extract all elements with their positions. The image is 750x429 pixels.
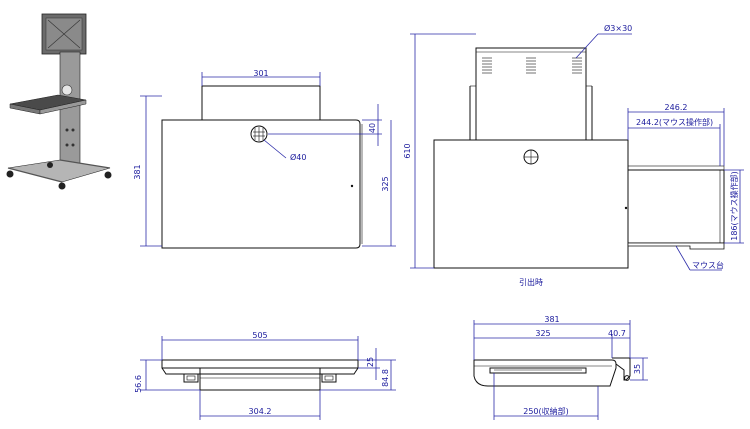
dim-width-top: 301	[253, 69, 268, 78]
extended-view	[410, 33, 744, 271]
dim-ext-mouse: 244.2(マウス操作部)	[636, 117, 713, 127]
dim-ext-total: 246.2	[665, 103, 688, 112]
dim-hole-diameter: Ø40	[290, 152, 306, 162]
front-view	[140, 336, 396, 420]
dim-side-stored: 250(収納部)	[523, 406, 569, 416]
dim-depth-right: 325	[381, 176, 390, 191]
side-view	[473, 320, 648, 420]
top-view	[140, 72, 396, 249]
dim-depth: 381	[133, 164, 142, 179]
dim-front-left-height: 56.6	[134, 375, 143, 393]
dim-front-width: 505	[252, 331, 267, 340]
dim-height: 610	[403, 143, 412, 158]
dim-mouse-depth: 186(マウス操作部)	[729, 171, 739, 241]
tv-stand-with-shelf-icon	[6, 13, 112, 190]
dim-side-ext: 40.7	[608, 329, 626, 338]
dim-front-inner: 304.2	[249, 407, 272, 416]
dim-front-right-b: 84.8	[381, 369, 390, 387]
dim-front-right-a: 25	[366, 357, 375, 367]
dim-screw: Ø3×30	[604, 23, 632, 33]
dim-hole-offset: 40	[368, 123, 377, 133]
dim-side-height: 35	[633, 364, 642, 374]
dim-side-main: 325	[535, 329, 550, 338]
label-mouse-tray: マウス台	[692, 260, 724, 270]
caption-extended: 引出時	[519, 277, 543, 287]
dim-side-total: 381	[544, 315, 559, 324]
